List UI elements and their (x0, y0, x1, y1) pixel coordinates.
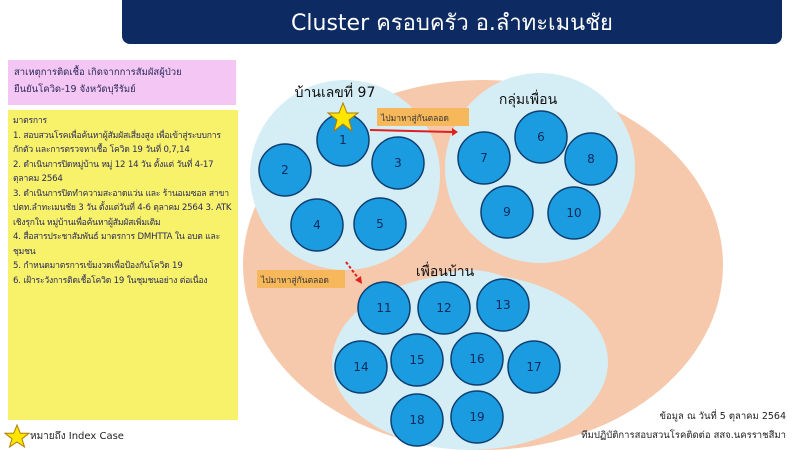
case-node-label: 14 (353, 360, 368, 374)
svg-text:ไปมาหาสู่กันตลอด: ไปมาหาสู่กันตลอด (380, 113, 449, 124)
case-node: 16 (450, 332, 504, 386)
cause-line: สาเหตุการติดเชื้อ เกิดจากการสัมผัสผู้ป่ว… (14, 67, 182, 78)
case-node-label: 8 (587, 152, 595, 166)
case-node: 18 (390, 393, 444, 447)
page-title: Cluster ครอบครัว อ.ลำทะเมนชัย (122, 0, 782, 44)
cause-box: สาเหตุการติดเชื้อ เกิดจากการสัมผัสผู้ป่ว… (8, 60, 236, 105)
measure-item: 4. สื่อสารประชาสัมพันธ์ มาตรการ DMHTTA ใ… (13, 232, 220, 257)
case-node-circle (390, 393, 444, 447)
footer-date: ข้อมูล ณ วันที่ 5 ตุลาคม 2564 (659, 411, 786, 422)
star-icon (326, 101, 360, 133)
case-node: 6 (514, 110, 568, 164)
footer: ข้อมูล ณ วันที่ 5 ตุลาคม 2564 ทีมปฏิบัติ… (581, 407, 786, 445)
case-node-circle (476, 278, 530, 332)
case-node-circle (450, 332, 504, 386)
case-node-circle (507, 340, 561, 394)
case-node: 1 (316, 113, 370, 167)
star-icon (4, 424, 30, 448)
case-node-circle (316, 113, 370, 167)
legend: หมายถึง Index Case (4, 424, 124, 448)
case-node-label: 15 (409, 353, 424, 367)
case-node: 9 (480, 185, 534, 239)
case-node-label: 10 (566, 206, 581, 220)
case-node: 11 (357, 281, 411, 335)
group-friends-label: กลุ่มเพื่อน (499, 90, 558, 108)
case-node-circle (547, 186, 601, 240)
case-node-label: 2 (281, 163, 289, 177)
measure-item: 5. กำหนดมาตรการเข้มงวดเพื่อป้องกันโควิด … (13, 261, 183, 271)
case-node-label: 5 (376, 217, 384, 231)
case-node: 15 (390, 333, 444, 387)
measures-box: มาตรการ 1. สอบสวนโรคเพื่อค้นหาผู้สัมผัสเ… (8, 110, 238, 420)
svg-text:ไปมาหาสู่กันตลอด: ไปมาหาสู่กันตลอด (260, 275, 329, 286)
case-node: 10 (547, 186, 601, 240)
footer-team: ทีมปฏิบัติการสอบสวนโรคติดต่อ สสจ.นครราชส… (581, 430, 786, 441)
group-neighbors (380, 270, 560, 450)
case-node: 19 (450, 390, 504, 444)
arrowhead-icon (355, 276, 362, 284)
case-node: 4 (290, 198, 344, 252)
measure-item: 6. เฝ้าระวังการติดเชื้อโควิด 19 ในชุมชนอ… (13, 275, 208, 286)
case-node-circle (564, 132, 618, 186)
case-node-circle (258, 143, 312, 197)
case-node: 17 (507, 340, 561, 394)
case-node: 3 (371, 136, 425, 190)
case-node-circle (417, 281, 471, 335)
case-node-label: 12 (436, 301, 451, 315)
case-node-circle (357, 281, 411, 335)
case-node-label: 18 (409, 413, 424, 427)
link-tag-friends: ไปมาหาสู่กันตลอด (377, 108, 469, 126)
case-node-circle (353, 197, 407, 251)
case-node: 13 (476, 278, 530, 332)
measure-item: 2. ดำเนินการปิดหมู่บ้าน หมู่ 12 14 วัน ต… (13, 159, 214, 185)
group-house-label: บ้านเลขที่ 97 (295, 83, 376, 101)
case-node-circle (514, 110, 568, 164)
case-node-circle (457, 131, 511, 185)
measure-item: 3. ดำเนินการปิดทำความสะอาดแว่น และ ร้านอ… (13, 188, 232, 228)
case-node-circle (334, 340, 388, 394)
cause-line: ยืนยันโควิด-19 จังหวัดบุรีรัมย์ (14, 84, 136, 95)
measures-heading: มาตรการ (13, 116, 47, 126)
case-node: 7 (457, 131, 511, 185)
group-neighbors-body (332, 274, 608, 450)
case-node-label: 11 (376, 301, 391, 315)
case-node: 5 (353, 197, 407, 251)
case-node-label: 17 (526, 360, 541, 374)
legend-label: หมายถึง Index Case (30, 430, 124, 442)
group-friends (445, 73, 635, 263)
group-house (250, 80, 440, 270)
case-node: 2 (258, 143, 312, 197)
arrow-to-friends (369, 129, 453, 133)
case-node-label: 4 (313, 218, 321, 232)
case-node-circle (450, 390, 504, 444)
case-node: 12 (417, 281, 471, 335)
case-node-label: 13 (495, 298, 510, 312)
case-node-label: 7 (480, 151, 488, 165)
case-node-label: 1 (339, 133, 347, 147)
case-node-label: 3 (394, 156, 402, 170)
case-node-circle (480, 185, 534, 239)
case-node-label: 9 (503, 205, 511, 219)
case-node-label: 19 (469, 410, 484, 424)
case-node-circle (290, 198, 344, 252)
link-tag-neighbors: ไปมาหาสู่กันตลอด (257, 270, 345, 288)
group-neighbors-label: เพื่อนบ้าน (416, 262, 475, 280)
measure-item: 1. สอบสวนโรคเพื่อค้นหาผู้สัมผัสเสี่ยงสูง… (13, 130, 221, 156)
arrow-to-neighbors (345, 261, 359, 279)
case-node: 14 (334, 340, 388, 394)
arrowhead-icon (452, 128, 458, 136)
case-node-circle (390, 333, 444, 387)
case-node-label: 6 (537, 130, 545, 144)
case-node-circle (371, 136, 425, 190)
case-node-label: 16 (469, 352, 484, 366)
case-node: 8 (564, 132, 618, 186)
cluster-background (243, 80, 723, 450)
